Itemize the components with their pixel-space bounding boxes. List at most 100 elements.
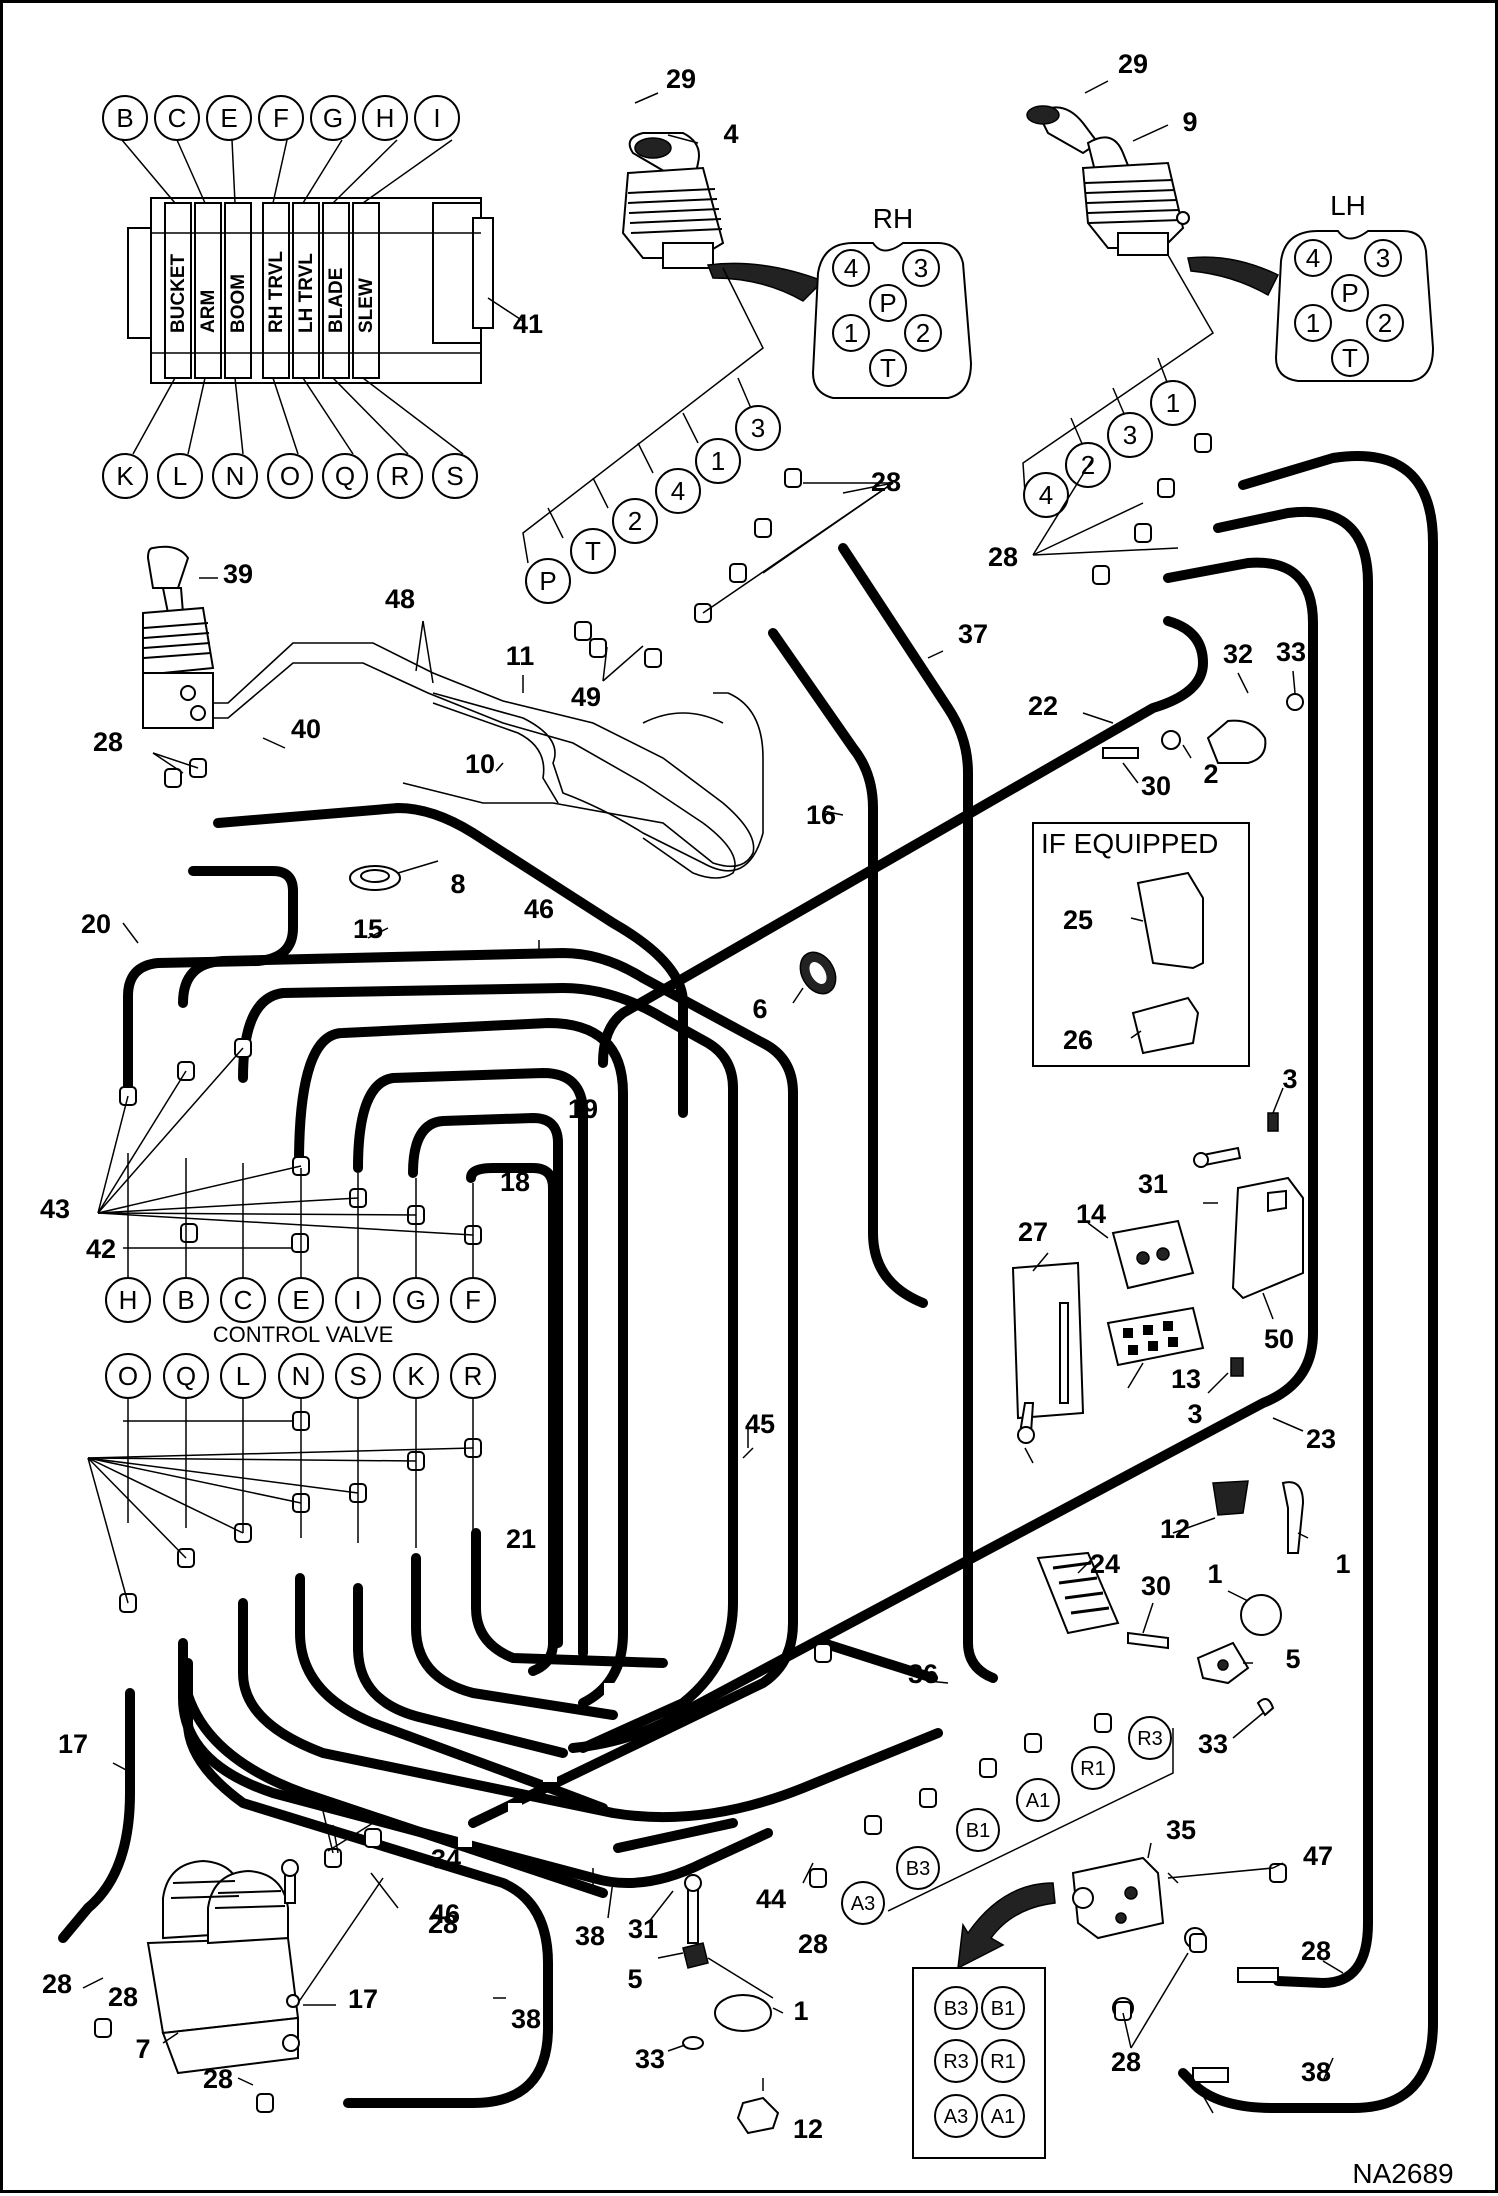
fitting [809, 1868, 827, 1888]
hose-17 [58, 1688, 135, 1943]
callout-20: 20 [81, 909, 111, 939]
clips-1-12 [1127, 1480, 1305, 1717]
callout-41: 41 [513, 309, 543, 339]
fitting [1189, 1933, 1207, 1953]
callout-33: 33 [1198, 1729, 1228, 1759]
cv-bottom-port-q: Q [163, 1353, 209, 1399]
svg-text:K: K [116, 461, 134, 491]
valve-top-port-f: F [258, 95, 304, 141]
valve-top-port-b: B [102, 95, 148, 141]
fitting [1269, 1863, 1287, 1883]
lh-hose-tag-4: 4 [1023, 472, 1069, 518]
svg-text:A3: A3 [851, 1893, 875, 1915]
svg-text:N: N [292, 1361, 311, 1391]
valve-section [224, 202, 252, 379]
manifold-grid-r3: R3 [934, 2039, 978, 2083]
fitting [256, 2093, 274, 2113]
callout-22: 22 [1028, 691, 1058, 721]
hose-16 [768, 628, 928, 1308]
callout-17: 17 [58, 1729, 88, 1759]
svg-text:B1: B1 [991, 1998, 1015, 2020]
valve-section-label: SLEW [356, 278, 377, 333]
valve-section-label: ARM [198, 290, 219, 333]
callout-28: 28 [203, 2064, 233, 2094]
svg-text:R1: R1 [990, 2051, 1016, 2073]
fitting [364, 1828, 382, 1848]
svg-text:2: 2 [916, 318, 930, 348]
hose-17b [183, 1658, 553, 2108]
svg-text:O: O [118, 1361, 138, 1391]
valve-section [194, 202, 222, 379]
aux-joystick-39 [142, 545, 215, 729]
svg-text:K: K [407, 1361, 425, 1391]
callout-28: 28 [798, 1929, 828, 1959]
lh-label: LH [1330, 190, 1366, 221]
callout-25: 25 [1063, 905, 1093, 935]
manifold-grid-a1: A1 [981, 2094, 1025, 2138]
cv-top-port-e: E [278, 1277, 324, 1323]
valve-top-port-h: H [362, 95, 408, 141]
valve-section-label: BLADE [326, 268, 347, 333]
callout-26: 26 [1063, 1025, 1093, 1055]
callout-12: 12 [793, 2114, 823, 2144]
fitting [1024, 1733, 1042, 1753]
valve-section-label: BUCKET [168, 253, 189, 333]
fitting [1114, 2001, 1132, 2021]
plate-27 [1011, 1261, 1085, 1420]
fitting [864, 1815, 882, 1835]
svg-text:R3: R3 [943, 2051, 969, 2073]
valve-bottom-port-n: N [212, 453, 258, 499]
callout-46: 46 [524, 894, 554, 924]
hose-inner-1 [294, 1018, 628, 1708]
rh-pin-p: P [869, 284, 907, 322]
svg-text:4: 4 [1306, 243, 1320, 273]
cv-bottom-port-s: S [335, 1353, 381, 1399]
hose-23 [568, 557, 1318, 1753]
svg-text:A1: A1 [1026, 1790, 1050, 1812]
svg-text:H: H [376, 103, 395, 133]
callout-28: 28 [988, 542, 1018, 572]
manifold-grid-r1: R1 [981, 2039, 1025, 2083]
callout-2: 2 [1203, 759, 1218, 789]
svg-text:E: E [220, 103, 237, 133]
callout-50: 50 [1264, 1324, 1294, 1354]
rh-hose-tag-p: P [525, 558, 571, 604]
svg-text:1: 1 [711, 446, 725, 476]
connector-13 [1106, 1306, 1205, 1367]
fitting [754, 518, 772, 538]
fitting [574, 621, 592, 641]
callout-44: 44 [756, 1884, 786, 1914]
strip-24 [1036, 1551, 1120, 1635]
callout-17: 17 [348, 1984, 378, 2014]
svg-text:Q: Q [176, 1361, 196, 1391]
control-valve-assembly [127, 197, 494, 384]
fitting [979, 1758, 997, 1778]
callout-29: 29 [666, 64, 696, 94]
hose-22 [598, 616, 1208, 1068]
cv-top-port-c: C [220, 1277, 266, 1323]
cv-bottom-port-n: N [278, 1353, 324, 1399]
callout-40: 40 [291, 714, 321, 744]
lh-joystick [1026, 105, 1190, 256]
callout-21: 21 [506, 1524, 536, 1554]
svg-text:R: R [464, 1361, 483, 1391]
valve-bottom-port-k: K [102, 453, 148, 499]
nut-34 [282, 2034, 300, 2052]
callout-31: 31 [628, 1914, 658, 1944]
hose-crossings [458, 1683, 618, 1847]
svg-text:L: L [236, 1361, 250, 1391]
callout-5: 5 [1285, 1644, 1300, 1674]
rh-hose-tag-2: 2 [612, 498, 658, 544]
svg-text:R3: R3 [1137, 1728, 1163, 1750]
cv-bottom-port-l: L [220, 1353, 266, 1399]
svg-text:3: 3 [914, 253, 928, 283]
svg-text:L: L [173, 461, 187, 491]
svg-text:A3: A3 [944, 2106, 968, 2128]
fitting [644, 648, 662, 668]
callout-38: 38 [1301, 2057, 1331, 2087]
callout-28: 28 [42, 1969, 72, 1999]
cv-bottom-port-o: O [105, 1353, 151, 1399]
hose-37 [838, 543, 998, 1683]
svg-text:G: G [406, 1285, 426, 1315]
hose-inner-3 [408, 1113, 563, 1648]
